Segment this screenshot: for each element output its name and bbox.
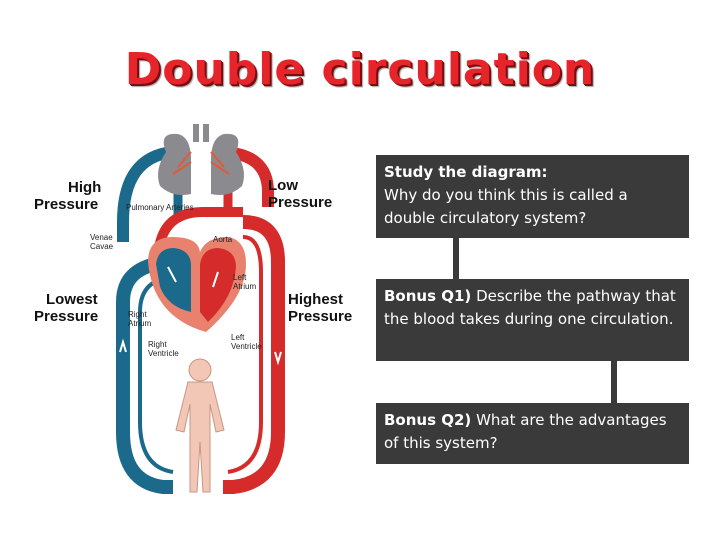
- label-pulmonary-arteries: Pulmonary Arteries: [126, 203, 194, 212]
- connector-line: [611, 360, 617, 404]
- label-left-atrium: Left Atrium: [233, 273, 256, 291]
- question-1-text: Why do you think this is called a double…: [384, 186, 628, 227]
- question-3-heading: Bonus Q2): [384, 411, 472, 429]
- label-venae-cavae: Venae Cavae: [90, 233, 115, 251]
- page-title: Double circulation: [124, 44, 596, 95]
- label-right-atrium: Right Atrium: [128, 310, 151, 328]
- connector-line: [453, 237, 459, 281]
- label-highest-pressure: Highest Pressure: [288, 291, 352, 325]
- label-low-pressure: Low Pressure: [268, 177, 332, 211]
- question-2-heading: Bonus Q1): [384, 287, 472, 305]
- question-box-3: Bonus Q2) What are the advantages of thi…: [376, 403, 689, 464]
- question-3-text: What are the advantages of this system?: [384, 411, 667, 452]
- human-body-image: [175, 358, 225, 493]
- systemic-artery-inner: [227, 235, 263, 474]
- question-box-1: Study the diagram: Why do you think this…: [376, 155, 689, 238]
- label-high-pressure: High Pressure: [34, 179, 106, 213]
- label-right-ventricle: Right Ventricle: [148, 340, 179, 358]
- question-2-text: Describe the pathway that the blood take…: [384, 287, 676, 328]
- flow-arrow: [274, 351, 282, 366]
- label-aorta: Aorta: [213, 235, 233, 244]
- systemic-vein-vessel: [116, 255, 179, 494]
- heart-image: [148, 237, 246, 332]
- lungs-image: [158, 124, 244, 195]
- flow-arrow: [119, 338, 127, 353]
- label-lowest-pressure: Lowest Pressure: [34, 291, 102, 325]
- systemic-artery-vessel: [223, 215, 285, 494]
- label-left-ventricle: Left Ventricle: [231, 333, 262, 351]
- question-box-2: Bonus Q1) Describe the pathway that the …: [376, 279, 689, 361]
- circulation-diagram: High Pressure Low Pressure Lowest Pressu…: [34, 124, 352, 494]
- question-1-heading: Study the diagram:: [384, 163, 548, 181]
